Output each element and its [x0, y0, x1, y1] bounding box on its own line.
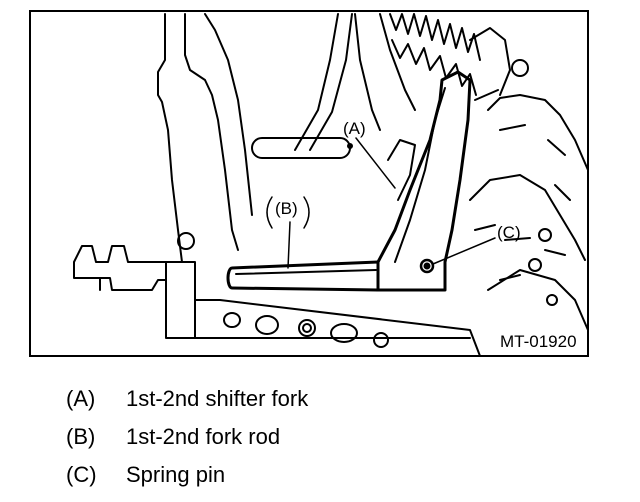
spring-pin-inner — [423, 262, 431, 270]
housing-lower-plate — [165, 261, 196, 339]
lower-housing — [194, 299, 481, 357]
lower-hole — [223, 312, 241, 328]
fork-rod-highlight — [235, 269, 377, 275]
spring-pin — [419, 258, 435, 274]
upper-slot — [251, 137, 351, 159]
legend-key: (C) — [66, 462, 97, 487]
lower-hole — [330, 323, 358, 343]
legend-key: (A) — [66, 386, 96, 411]
lower-hole — [298, 319, 316, 337]
legend-text: Spring pin — [126, 462, 226, 487]
bolt-hole — [177, 232, 195, 250]
leader-line-a — [355, 137, 396, 189]
fork-rod — [226, 260, 380, 292]
callout-c: (C) — [497, 223, 521, 242]
callout-a: (A) — [343, 119, 366, 138]
lower-hole — [373, 332, 389, 348]
housing-hole — [546, 294, 558, 306]
gear-teeth — [389, 13, 481, 61]
gear-hub — [469, 27, 511, 101]
housing-lines — [499, 124, 571, 201]
lower-hole-inner — [302, 323, 312, 333]
legend-text: 1st-2nd fork rod — [126, 424, 281, 449]
leader-dot-a — [347, 143, 353, 149]
shifter-fork — [376, 70, 472, 292]
lower-hole — [255, 315, 279, 335]
figure-code: MT-01920 — [500, 332, 577, 351]
shifter-fork-inner — [394, 87, 446, 263]
fork-arm — [387, 139, 416, 201]
shift-rail-upper — [294, 13, 339, 151]
housing-hole — [511, 59, 529, 77]
legend-text: 1st-2nd shifter fork — [126, 386, 309, 411]
right-housing — [469, 94, 589, 331]
gear-body — [354, 13, 416, 131]
right-housing-rib — [474, 224, 566, 281]
housing-hole — [528, 258, 542, 272]
gear-teeth-2 — [391, 39, 477, 96]
leader-line-c — [432, 237, 496, 265]
legend-key: (B) — [66, 424, 96, 449]
housing-inner-wall — [184, 13, 239, 251]
housing-rib — [204, 13, 253, 216]
callout-b: (B) — [275, 199, 298, 218]
callout-b-bracket — [266, 196, 310, 229]
left-bracket — [73, 245, 167, 291]
shift-rail-upper-2 — [309, 13, 353, 151]
leader-line-b — [287, 221, 291, 269]
figure-frame — [29, 10, 589, 357]
housing-hole — [538, 228, 552, 242]
housing-left-wall — [157, 13, 183, 263]
transmission-diagram — [29, 10, 589, 357]
